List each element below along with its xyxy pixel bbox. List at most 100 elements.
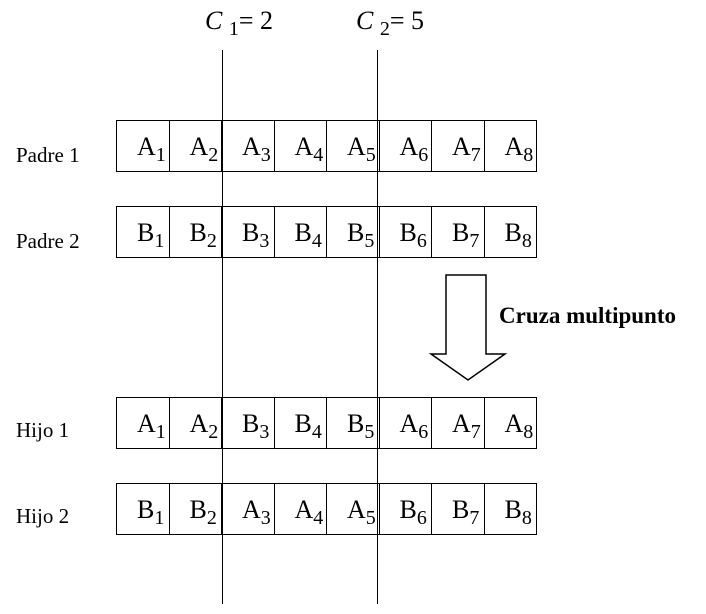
gene-cell: A6	[380, 398, 432, 448]
gene-index: 1	[155, 421, 166, 443]
gene-cell: B1	[117, 207, 170, 257]
operation-label: Cruza multipunto	[499, 303, 676, 328]
gene-letter: B	[189, 218, 207, 247]
gene-label: A5	[347, 495, 376, 530]
gene-index: 7	[470, 144, 481, 166]
gene-cell: A7	[432, 398, 485, 448]
gene-letter: B	[452, 218, 470, 247]
cut-point-index: 1	[228, 18, 239, 40]
gene-label: B5	[347, 218, 374, 253]
gene-letter: A	[242, 495, 261, 524]
cut-point-label-1: C 1= 2	[205, 6, 273, 41]
gene-label: A3	[242, 495, 271, 530]
gene-cell: A8	[485, 398, 537, 448]
gene-index: 3	[259, 421, 270, 443]
gene-index: 1	[154, 230, 165, 252]
gene-letter: B	[347, 409, 365, 438]
gene-label: B2	[190, 495, 217, 530]
gene-label: A7	[452, 409, 481, 444]
gene-cell: B3	[222, 207, 275, 257]
gene-index: 6	[418, 421, 429, 443]
gene-cell: B2	[170, 207, 222, 257]
gene-label: A4	[295, 495, 324, 530]
cut-point-value: = 5	[389, 6, 425, 35]
gene-letter: A	[189, 132, 209, 161]
row-label-hijo-2: Hijo 2	[16, 504, 70, 528]
gene-label: B7	[452, 495, 479, 530]
gene-cell: B3	[222, 398, 275, 448]
gene-label: B8	[505, 495, 532, 530]
gene-index: 2	[206, 230, 217, 252]
gene-cell: A7	[432, 121, 485, 171]
cut-point-index: 2	[379, 18, 390, 40]
gene-label: A8	[505, 132, 534, 167]
gene-letter: A	[504, 132, 524, 161]
gene-cell: A2	[170, 398, 222, 448]
gene-label: A7	[452, 132, 481, 167]
gene-cell: A3	[222, 484, 275, 534]
gene-cell: B8	[485, 484, 537, 534]
gene-label: B4	[295, 409, 322, 444]
gene-label: B5	[347, 409, 374, 444]
gene-label: B4	[295, 218, 322, 253]
gene-letter: A	[137, 409, 156, 438]
gene-index: 4	[311, 421, 322, 443]
row-label-hijo-1: Hijo 1	[16, 418, 70, 442]
gene-label: B6	[400, 495, 427, 530]
gene-index: 3	[260, 507, 271, 529]
gene-letter: B	[189, 495, 207, 524]
gene-letter: A	[347, 132, 366, 161]
gene-letter: A	[294, 132, 314, 161]
gene-label: A3	[242, 132, 271, 167]
gene-index: 8	[521, 507, 532, 529]
gene-letter: B	[399, 218, 417, 247]
gene-cell: B2	[170, 484, 222, 534]
gene-letter: B	[452, 495, 470, 524]
gene-index: 8	[521, 230, 532, 252]
gene-letter: A	[189, 409, 209, 438]
gene-index: 7	[469, 507, 480, 529]
gene-cell: A4	[275, 484, 327, 534]
gene-label: A4	[295, 132, 324, 167]
gene-index: 5	[364, 421, 375, 443]
gene-cell: A5	[327, 121, 380, 171]
gene-index: 2	[208, 144, 219, 166]
gene-label: B2	[190, 218, 217, 253]
gene-label: B1	[137, 218, 164, 253]
row-label-padre-1: Padre 1	[16, 143, 80, 167]
gene-label: A2	[190, 409, 219, 444]
gene-letter: A	[452, 409, 471, 438]
gene-index: 5	[365, 507, 376, 529]
gene-cell: A5	[327, 484, 380, 534]
gene-index: 1	[155, 144, 166, 166]
gene-cell: B4	[275, 207, 327, 257]
gene-label: B8	[505, 218, 532, 253]
gene-cell: A8	[485, 121, 537, 171]
gene-letter: B	[399, 495, 417, 524]
gene-index: 4	[313, 144, 324, 166]
gene-index: 3	[260, 144, 271, 166]
gene-cell: B6	[380, 484, 432, 534]
gene-index: 1	[154, 507, 165, 529]
gene-label: A1	[137, 409, 166, 444]
gene-index: 4	[311, 230, 322, 252]
gene-label: B6	[400, 218, 427, 253]
gene-index: 3	[259, 230, 270, 252]
gene-letter: B	[294, 218, 312, 247]
gene-index: 2	[206, 507, 217, 529]
gene-letter: B	[504, 495, 522, 524]
gene-cell: B7	[432, 484, 485, 534]
gene-letter: A	[294, 495, 314, 524]
gene-label: A5	[347, 132, 376, 167]
gene-index: 8	[523, 421, 534, 443]
cut-line-1	[222, 50, 223, 604]
gene-label: A1	[137, 132, 166, 167]
gene-index: 7	[470, 421, 481, 443]
gene-letter: A	[137, 132, 156, 161]
gene-index: 6	[416, 507, 427, 529]
cut-line-2	[377, 50, 378, 604]
down-arrow-icon	[428, 274, 508, 381]
